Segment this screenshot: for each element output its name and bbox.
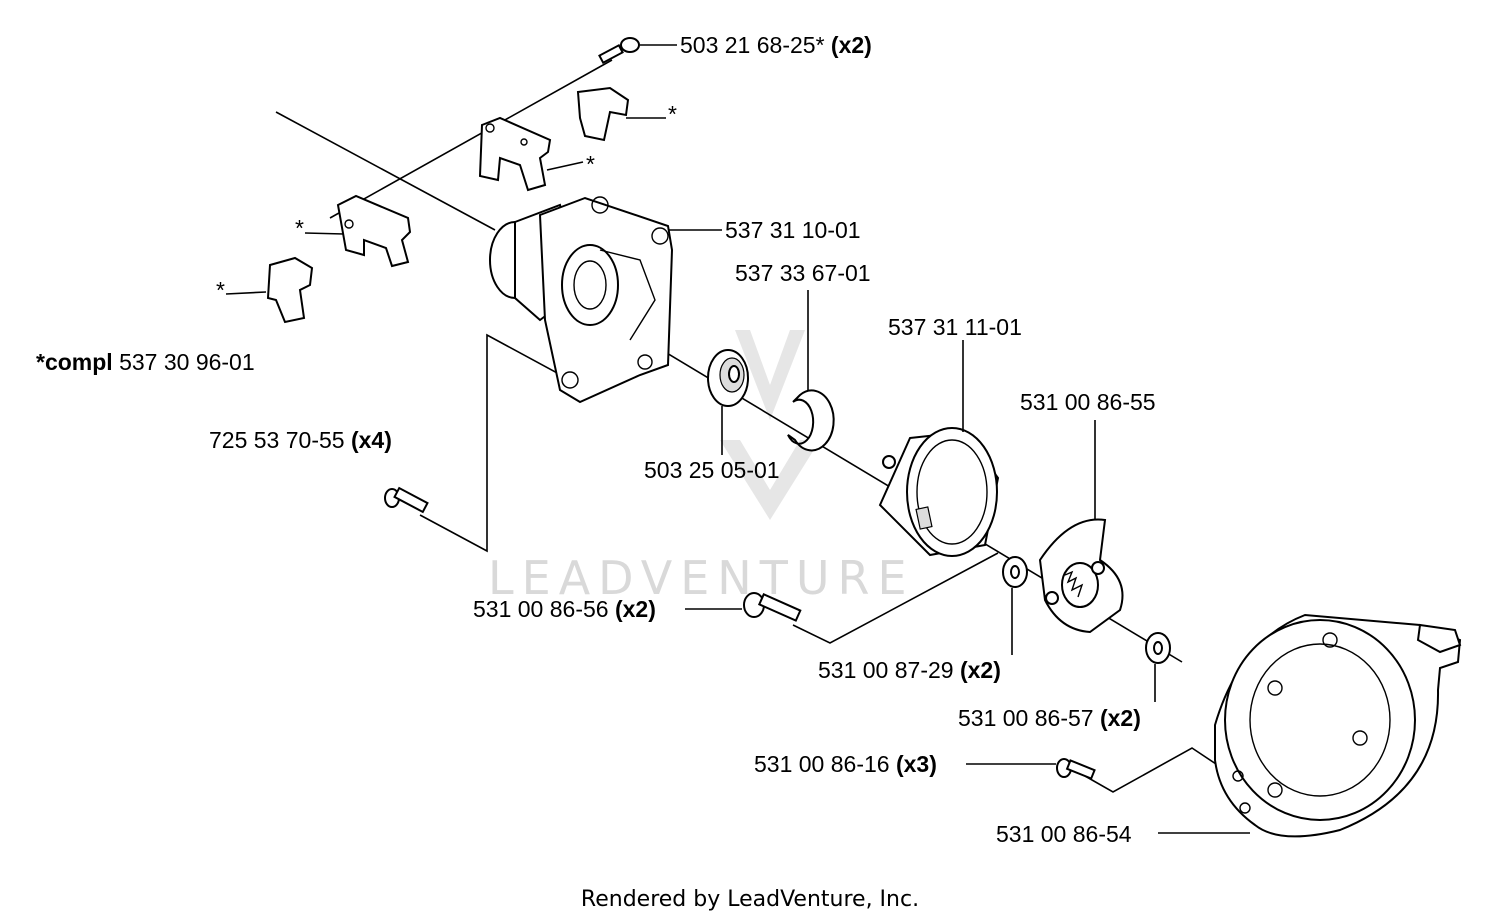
label-retaining-ring: 537 33 67-01 [735,260,871,286]
label-bolt-top: 503 21 68-25* (x2) [680,32,872,58]
label-asterisk-2: * [586,151,595,177]
clutch-drum [878,340,1000,557]
label-asterisk-3: * [295,215,304,241]
retaining-ring [787,290,835,452]
footer-credit: Rendered by LeadVenture, Inc. [581,887,919,912]
label-asterisk-4: * [216,277,225,303]
clip-left [304,194,412,268]
label-screw-left: 725 53 70-55 (x4) [209,427,392,453]
label-screw-bottom: 531 00 86-16 (x3) [754,751,937,777]
bearing [707,349,749,455]
clutch-shoe [1038,420,1124,634]
label-washer-a: 531 00 87-29 (x2) [818,657,1001,683]
assembly-lines [275,59,1223,793]
shoulder-screw [685,592,802,622]
clip-lower [225,256,314,324]
watermark: LEADVENTURE [488,330,915,605]
clip-upper [576,86,666,142]
fan-housing [1158,613,1462,838]
label-clutch-shoe: 531 00 86-55 [1020,389,1156,415]
clip-middle [478,116,584,192]
washer-a [1002,556,1028,655]
label-bearing: 503 25 05-01 [644,457,780,483]
label-fan-housing: 531 00 86-54 [996,821,1132,847]
label-shoulder-screw: 531 00 86-56 (x2) [473,596,656,622]
screw-bottom [966,758,1096,780]
label-clutch-housing: 537 31 10-01 [725,217,861,243]
part-labels: 503 21 68-25* (x2) * * * * *compl 537 30… [36,32,1156,847]
label-clutch-drum: 537 31 11-01 [888,314,1022,340]
screw-left [384,486,429,514]
label-asterisk-1: * [668,101,677,127]
bolt-top [598,37,677,65]
clutch-housing [489,196,722,404]
label-washer-b: 531 00 86-57 (x2) [958,705,1141,731]
washer-b [1145,632,1171,702]
label-compl: *compl 537 30 96-01 [36,349,255,375]
watermark-text: LEADVENTURE [488,551,915,605]
